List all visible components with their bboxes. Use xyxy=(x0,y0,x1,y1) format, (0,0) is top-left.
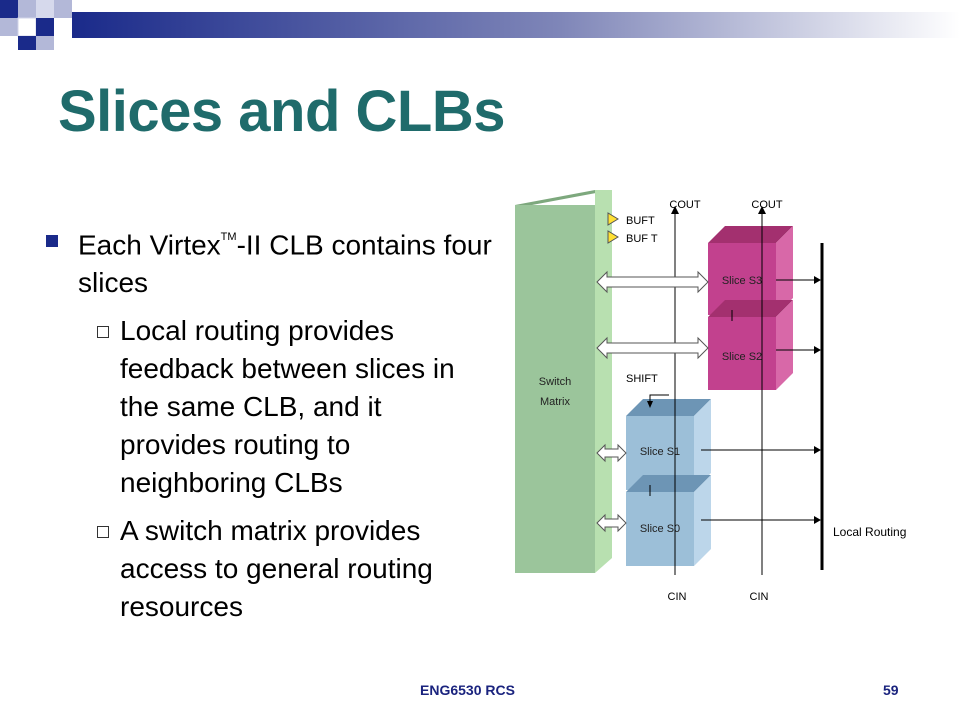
local-routing-arrow-s1 xyxy=(701,446,821,454)
footer-course: ENG6530 RCS xyxy=(420,682,515,698)
carry-chain-right xyxy=(758,206,766,575)
footer-page-number: 59 xyxy=(883,682,899,698)
slice-s2: Slice S2 xyxy=(708,300,793,390)
header-bar-graphic xyxy=(0,0,960,50)
shift-label: SHIFT xyxy=(626,373,658,385)
slice-s2-label: Slice S2 xyxy=(722,351,762,363)
trademark-mark: TM xyxy=(220,231,237,243)
subbullet-item: A switch matrix provides access to gener… xyxy=(42,512,492,626)
subbullet-text: A switch matrix provides access to gener… xyxy=(120,515,433,623)
arrow-up-icon xyxy=(758,206,766,214)
arrow-up-icon xyxy=(671,206,679,214)
checkbox-bullet-icon xyxy=(97,326,109,339)
checkbox-bullet-icon xyxy=(97,526,109,539)
bullet-text-suffix: -II CLB contains four slices xyxy=(78,229,492,299)
local-routing-arrow-s0 xyxy=(701,516,821,524)
slice-s0: Slice S0 xyxy=(626,475,711,566)
clb-diagram: Switch Matrix Slice S3 Slice S2 Slice S1… xyxy=(515,190,906,603)
bullet-square-icon xyxy=(46,235,58,247)
bullet-item: Each VirtexTM-II CLB contains four slice… xyxy=(42,222,492,302)
cin-label-right: CIN xyxy=(750,591,769,603)
slice-s3-label: Slice S3 xyxy=(722,275,762,287)
cin-label-left: CIN xyxy=(668,591,687,603)
switch-matrix-label-2: Matrix xyxy=(540,396,570,408)
subbullet-text: Local routing provides feedback between … xyxy=(120,315,455,499)
bullet-list: Each VirtexTM-II CLB contains four slice… xyxy=(42,222,492,626)
top-decoration-bar xyxy=(0,0,960,52)
arrow-down-icon xyxy=(647,401,653,408)
double-arrow-s3 xyxy=(596,270,709,294)
cout-label-left: COUT xyxy=(669,199,700,211)
double-arrow-s1 xyxy=(596,443,627,463)
carry-chain-left xyxy=(671,206,679,575)
subbullet-item: Local routing provides feedback between … xyxy=(42,312,492,502)
buft-triangle-icon xyxy=(607,212,619,226)
local-routing-label: Local Routing xyxy=(833,525,906,539)
switch-matrix: Switch Matrix xyxy=(515,190,612,573)
buft-triangle-icon xyxy=(607,230,619,244)
double-arrow-s0 xyxy=(596,513,627,533)
slice-s1: Slice S1 xyxy=(626,399,711,490)
bullet-text-prefix: Each Virtex xyxy=(78,229,221,261)
switch-matrix-label-1: Switch xyxy=(539,376,571,388)
double-arrow-s2 xyxy=(596,336,709,360)
slide-title: Slices and CLBs xyxy=(58,79,505,144)
slice-s0-label: Slice S0 xyxy=(640,523,680,535)
local-routing-arrow-s3 xyxy=(776,276,821,284)
cout-label-right: COUT xyxy=(751,199,782,211)
local-routing-arrow-s2 xyxy=(776,346,821,354)
buft-label-1: BUFT xyxy=(626,215,655,227)
slice-s1-label: Slice S1 xyxy=(640,446,680,458)
shift-line xyxy=(649,394,669,402)
buft-label-2: BUF T xyxy=(626,233,658,245)
